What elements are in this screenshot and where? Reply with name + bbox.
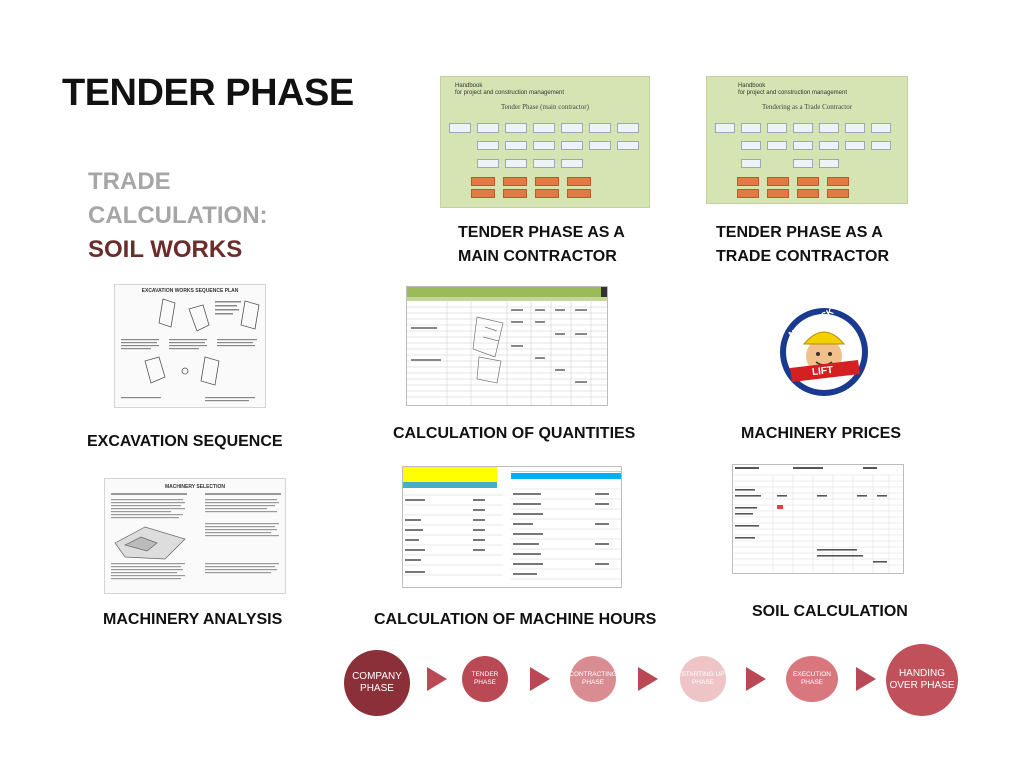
calculation-of-quantities-thumbnail[interactable] [406,286,608,406]
phase-arrow-icon [427,667,447,691]
phase-starting-up-label-line1: STARTING UP [681,671,725,679]
phase-starting-up-label-line2: PHASE [691,679,715,686]
soil-calculation-caption: SOIL CALCULATION [752,603,908,620]
phase-contracting-label-line1: CONTRACTING [569,671,617,679]
phase-starting-up[interactable]: STARTING UP PHASE [680,656,726,702]
phase-arrow-icon [856,667,876,691]
phase-execution-label-line1: EXECUTION PHASE [793,671,831,686]
trade-contractor-doc-title: Tendering as a Trade Contractor [761,103,853,111]
phase-company-label-line2: PHASE [360,683,394,694]
machinery-analysis-thumbnail[interactable]: MACHINERY SELECTION [104,478,286,594]
phase-arrow-icon [746,667,766,691]
phase-handing-over-label-line2: OVER PHASE [889,680,955,691]
calculation-of-quantities-caption: CALCULATION OF QUANTITIES [393,425,636,442]
excavation-sequence-thumbnail[interactable]: EXCAVATION WORKS SEQUENCE PLAN [114,284,266,408]
soil-calculation-thumbnail[interactable] [732,464,904,574]
subtitle-trade: TRADE [88,168,171,195]
main-contractor-caption-line2: MAIN CONTRACTOR [458,248,617,265]
subtitle-soil-works: SOIL WORKS [88,236,243,263]
main-contractor-doc-title: Tender Phase (main contractor) [501,103,589,111]
machinery-prices-thumbnail[interactable]: NORDJYSK LIFT [776,304,872,400]
phase-handing-over[interactable]: HANDING OVER PHASE [886,644,958,716]
phase-contracting-label-line2: PHASE [581,679,605,686]
phase-tender-label-line1: TENDER PHASE [471,671,499,686]
phase-company-label-line1: COMPANY [352,671,402,682]
phase-tender[interactable]: TENDER PHASE [462,656,508,702]
machinery-analysis-caption: MACHINERY ANALYSIS [103,611,283,628]
phase-company[interactable]: COMPANY PHASE [344,650,410,716]
main-contractor-doc-subheader: for project and construction management [455,90,565,96]
subtitle-calculation: CALCULATION: [88,202,268,229]
main-contractor-doc-header: Handbook [455,83,483,89]
main-contractor-caption-line1: TENDER PHASE AS A [458,224,625,241]
machinery-prices-caption: MACHINERY PRICES [741,425,902,442]
trade-contractor-thumbnail[interactable]: Handbook for project and construction ma… [706,76,908,204]
machine-hours-caption: CALCULATION OF MACHINE HOURS [374,611,657,628]
phase-contracting[interactable]: CONTRACTING PHASE [569,656,617,702]
trade-contractor-doc-subheader: for project and construction management [737,90,847,96]
excavation-sequence-caption: EXCAVATION SEQUENCE [87,433,283,450]
trade-contractor-doc-header: Handbook [737,83,766,89]
phase-execution[interactable]: EXECUTION PHASE [786,656,838,702]
main-contractor-thumbnail[interactable]: Handbook for project and construction ma… [440,76,650,208]
phase-arrow-icon [638,667,658,691]
excavation-doc-title: EXCAVATION WORKS SEQUENCE PLAN [141,288,239,294]
trade-contractor-caption-line1: TENDER PHASE AS A [716,224,883,241]
phase-arrow-icon [530,667,550,691]
slide-title: TENDER PHASE [62,72,354,114]
phase-handing-over-label-line1: HANDING [898,668,946,679]
logo-text-lift: LIFT [811,364,834,379]
trade-contractor-caption-line2: TRADE CONTRACTOR [716,248,890,265]
nordjysk-lift-logo [780,308,868,396]
machine-hours-thumbnail[interactable] [402,466,622,588]
machinery-analysis-doc-title: MACHINERY SELECTION [164,484,225,490]
